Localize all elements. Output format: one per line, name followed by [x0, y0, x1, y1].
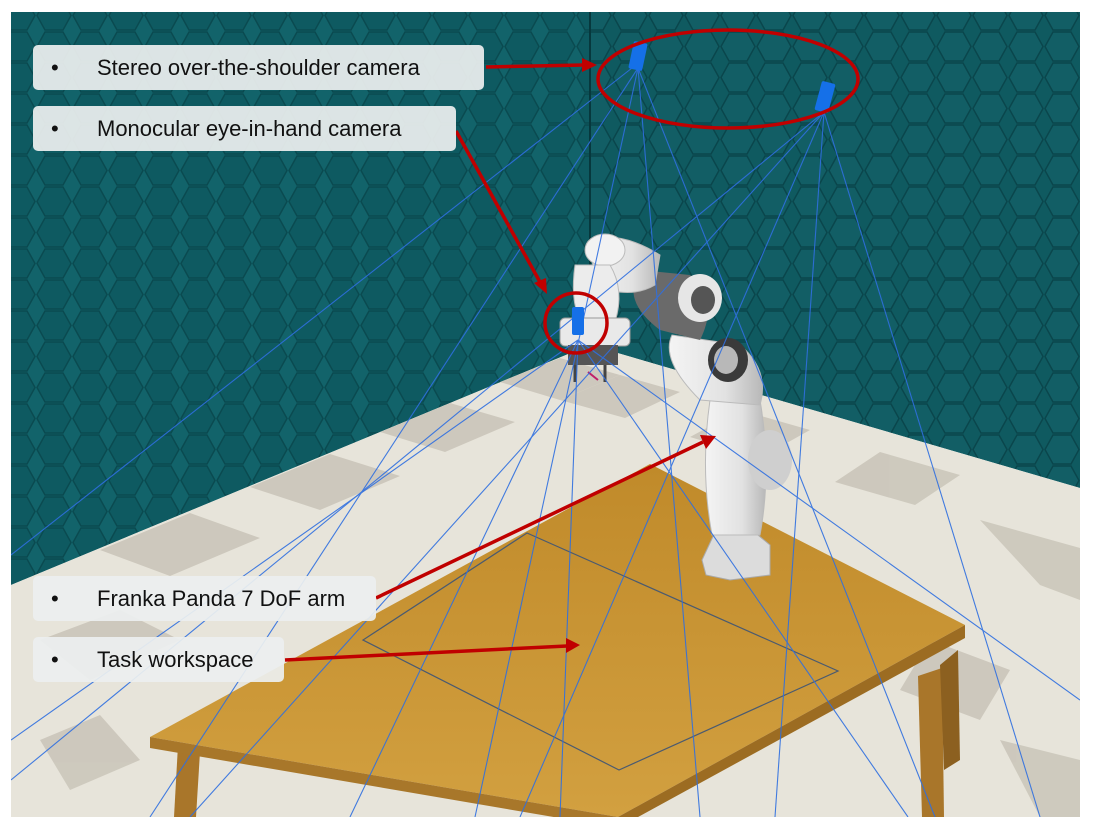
- bullet: •: [51, 585, 59, 611]
- stereo-camera-highlight: [596, 28, 860, 130]
- robot-arm: [559, 233, 792, 581]
- callout-robot-arm: • Franka Panda 7 DoF arm: [33, 576, 376, 621]
- callout-text: Stereo over-the-shoulder camera: [97, 54, 420, 80]
- callout-stereo-camera: • Stereo over-the-shoulder camera: [33, 45, 484, 90]
- stereo-camera-icon: [628, 41, 836, 113]
- camera-frustums: [11, 67, 1080, 817]
- eye-in-hand-camera-icon: [572, 307, 584, 335]
- bullet: •: [51, 115, 59, 141]
- callout-arrows: [284, 58, 716, 662]
- callout-text: Task workspace: [97, 646, 254, 672]
- bullet: •: [51, 646, 59, 672]
- callout-text: Monocular eye-in-hand camera: [97, 115, 402, 141]
- task-workspace-outline: [361, 532, 840, 771]
- callout-eye-in-hand-camera: • Monocular eye-in-hand camera: [33, 106, 456, 151]
- callout-text: Franka Panda 7 DoF arm: [97, 585, 346, 611]
- callout-task-workspace: • Task workspace: [33, 637, 284, 682]
- eye-in-hand-highlight: [543, 291, 609, 355]
- bullet: •: [51, 54, 59, 80]
